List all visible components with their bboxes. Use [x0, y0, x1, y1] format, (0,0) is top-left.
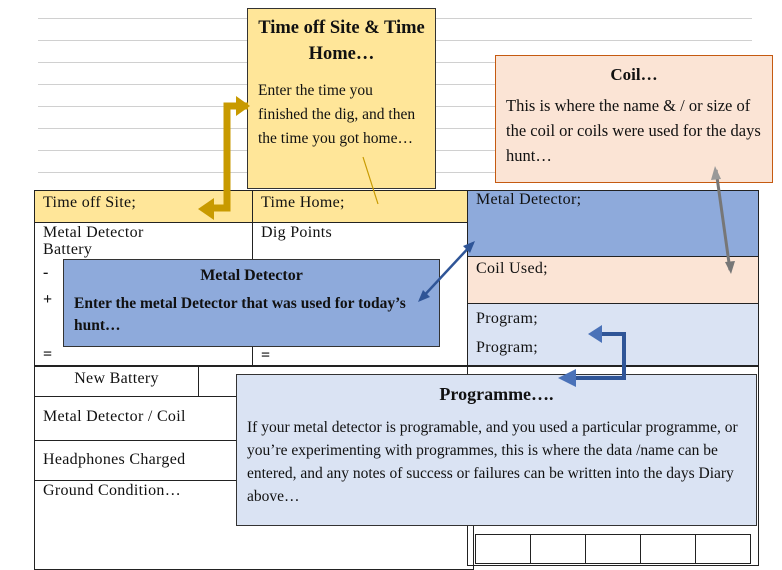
programme-callout: Programme…. If your metal detector is pr… — [236, 374, 757, 526]
coil-callout-body: This is where the name & / or size of th… — [506, 96, 761, 165]
metal-detector-cell[interactable]: Metal Detector; — [467, 190, 759, 257]
time-off-site-cell[interactable]: Time off Site; — [34, 190, 253, 223]
equals-label-right: = — [261, 347, 271, 364]
program-label-2: Program; — [476, 339, 538, 356]
time-callout: Time off Site & Time Home… Enter the tim… — [247, 8, 436, 189]
dig-points-label: Dig Points — [261, 224, 333, 241]
md-battery-label-2: Battery — [43, 241, 93, 258]
time-home-cell[interactable]: Time Home; — [252, 190, 468, 223]
coil-callout: Coil… This is where the name & / or size… — [495, 55, 773, 183]
plus-label: + — [43, 291, 53, 308]
program-label-1: Program; — [476, 310, 538, 327]
time-callout-body: Enter the time you finished the dig, and… — [258, 82, 416, 147]
detector-callout-body: Enter the metal Detector that was used f… — [74, 295, 406, 334]
time-callout-title: Time off Site & Time Home… — [258, 18, 425, 64]
md-battery-label: Metal Detector — [43, 224, 144, 241]
new-battery-cell[interactable]: New Battery — [34, 366, 199, 397]
minus-label: - — [43, 264, 49, 281]
coil-used-cell[interactable]: Coil Used; — [467, 256, 759, 304]
program-cell[interactable]: Program; Program; — [467, 303, 759, 366]
detector-callout: Metal Detector Enter the metal Detector … — [63, 259, 440, 347]
equals-label: = — [43, 346, 53, 363]
detector-callout-title: Metal Detector — [200, 267, 303, 284]
programme-callout-body: If your metal detector is programable, a… — [247, 419, 738, 505]
coil-callout-title: Coil… — [610, 65, 658, 84]
programme-callout-title: Programme…. — [439, 384, 554, 404]
